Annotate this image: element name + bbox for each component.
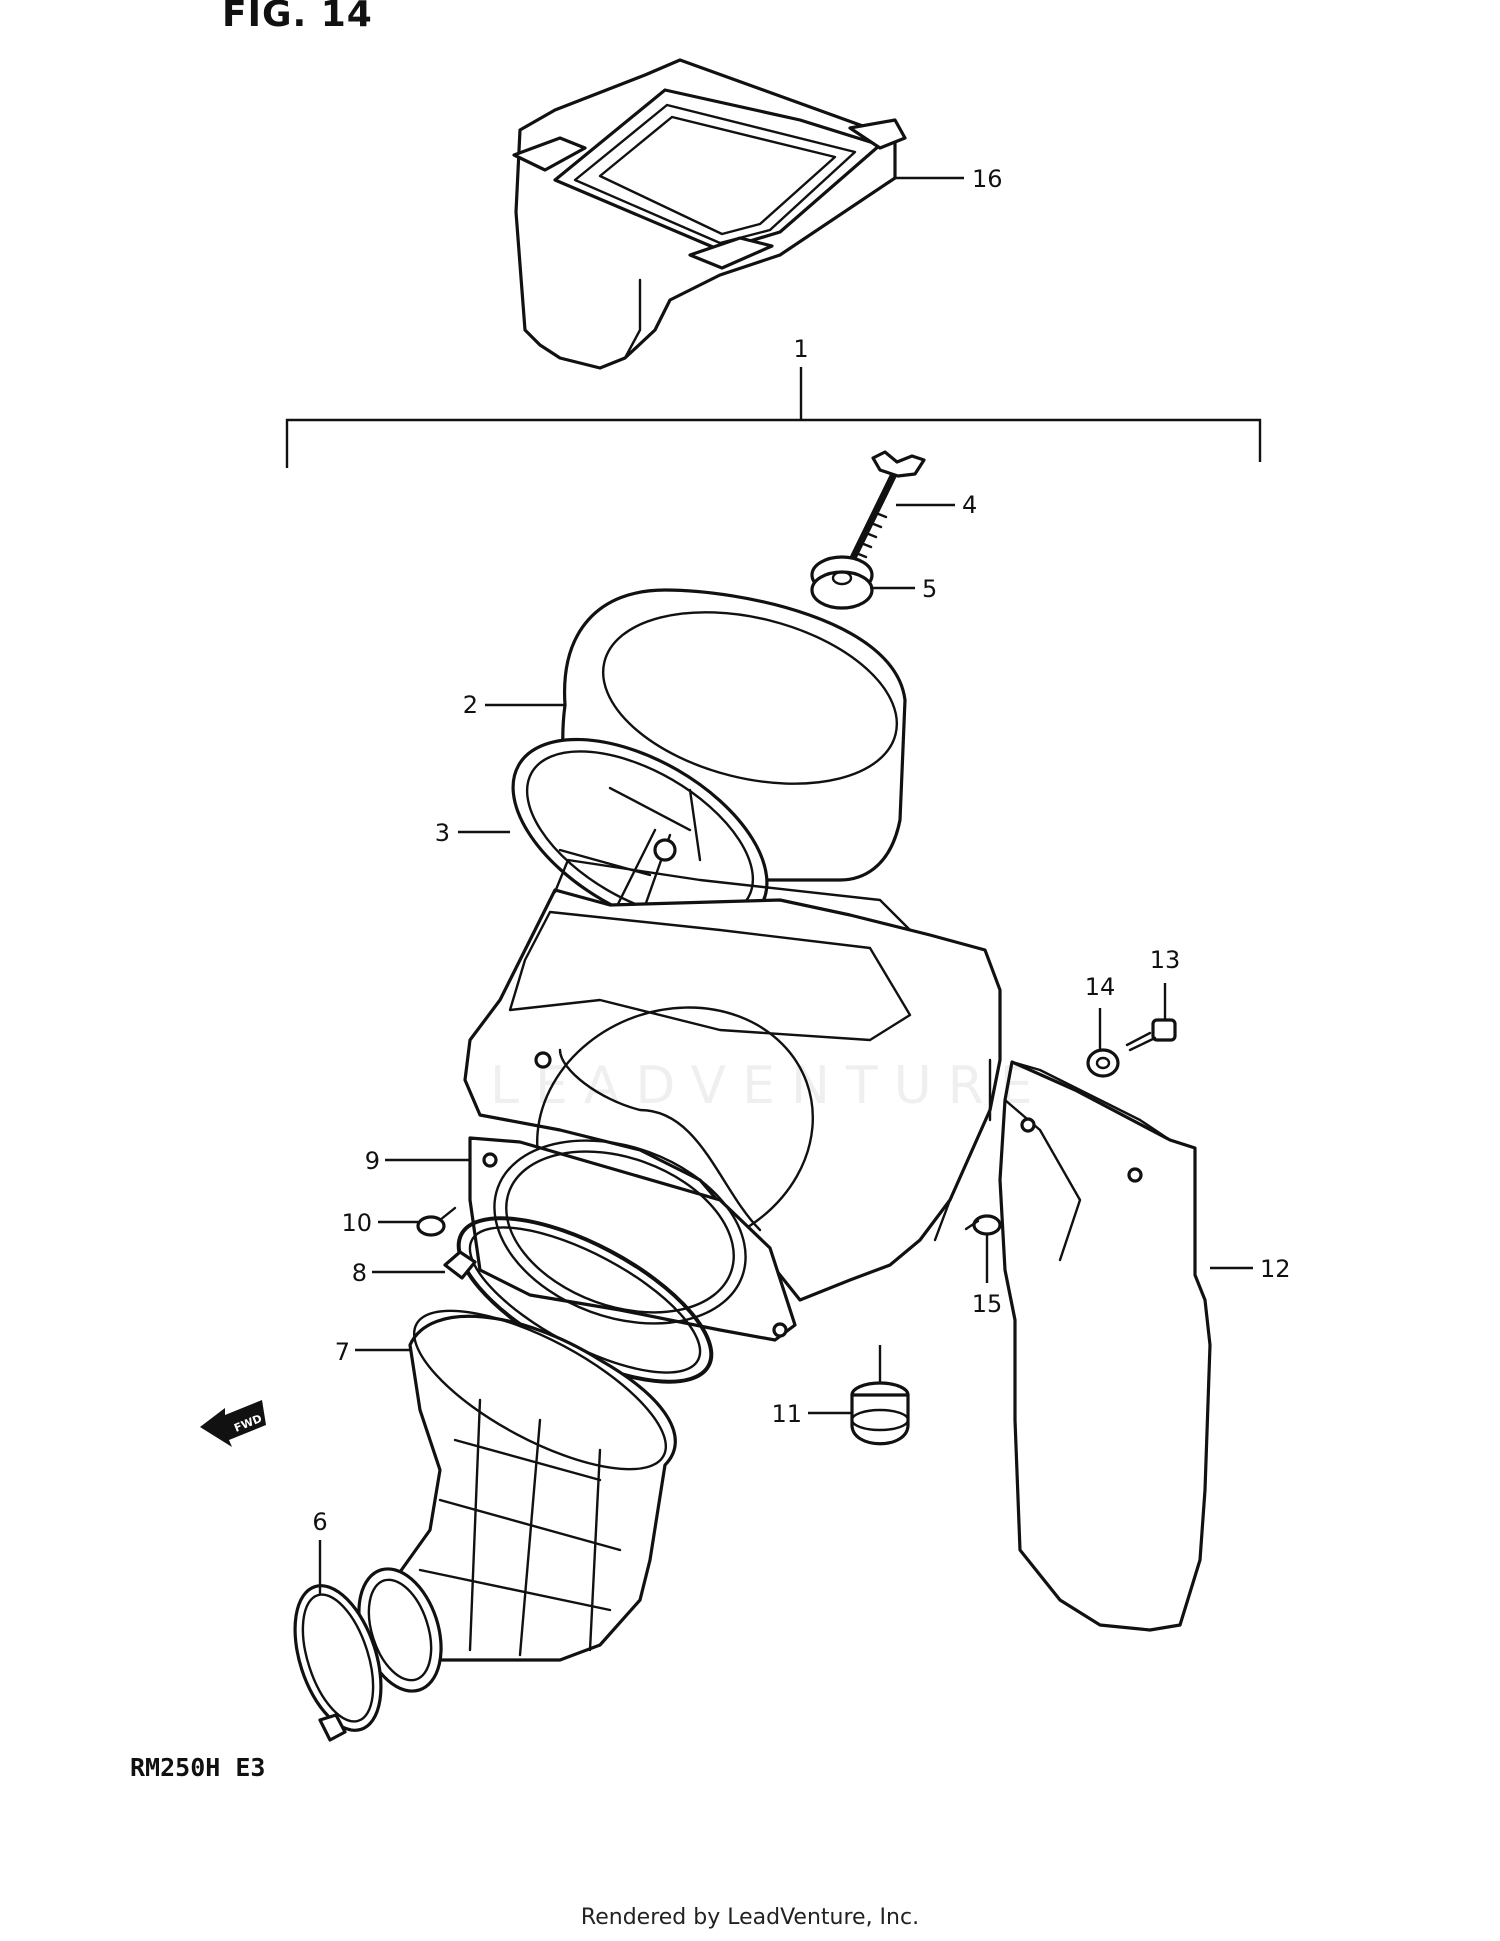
part-16-cover <box>512 58 907 370</box>
callout-9: 9 <box>365 1147 380 1175</box>
part-11-drain-cap <box>850 1345 910 1446</box>
callout-15: 15 <box>972 1290 1003 1318</box>
part-1-bracket <box>285 367 1262 468</box>
part-7-intake-tube <box>378 1309 677 1662</box>
part-12-intake-duct <box>998 1060 1212 1632</box>
fwd-arrow-icon: FWD <box>200 1400 266 1447</box>
callout-10: 10 <box>341 1209 372 1237</box>
callout-1: 1 <box>793 335 808 363</box>
part-13-bolt <box>1125 1018 1177 1052</box>
part-3-element-cage <box>511 737 769 933</box>
callout-7: 7 <box>335 1338 350 1366</box>
watermark: LEADVENTURE <box>490 1056 1049 1116</box>
model-code: RM250H E3 <box>130 1753 266 1782</box>
part-6-hose-clamp <box>293 1567 443 1742</box>
callout-labels: 1 2 3 4 5 6 7 8 9 10 11 12 13 14 15 16 <box>312 165 1290 1536</box>
callout-5: 5 <box>922 575 937 603</box>
callout-16: 16 <box>972 165 1003 193</box>
callout-13: 13 <box>1150 946 1181 974</box>
part-4-wing-bolt <box>848 450 926 564</box>
callout-11: 11 <box>771 1400 802 1428</box>
footer-credit: Rendered by LeadVenture, Inc. <box>580 1905 920 1930</box>
part-9-gasket-plate <box>468 1136 797 1342</box>
callout-12: 12 <box>1260 1255 1291 1283</box>
callout-8: 8 <box>352 1259 367 1287</box>
callout-3: 3 <box>435 819 450 847</box>
figure-title: FIG. 14 <box>222 0 373 35</box>
callout-2: 2 <box>463 691 478 719</box>
part-15-screw <box>964 1214 1002 1236</box>
callout-14: 14 <box>1085 973 1116 1001</box>
part-5-washer <box>810 555 874 610</box>
leader-lines <box>318 176 1253 1595</box>
part-10-screw <box>416 1206 457 1237</box>
part-14-nut <box>1086 1048 1120 1078</box>
callout-4: 4 <box>962 491 977 519</box>
callout-6: 6 <box>312 1508 327 1536</box>
